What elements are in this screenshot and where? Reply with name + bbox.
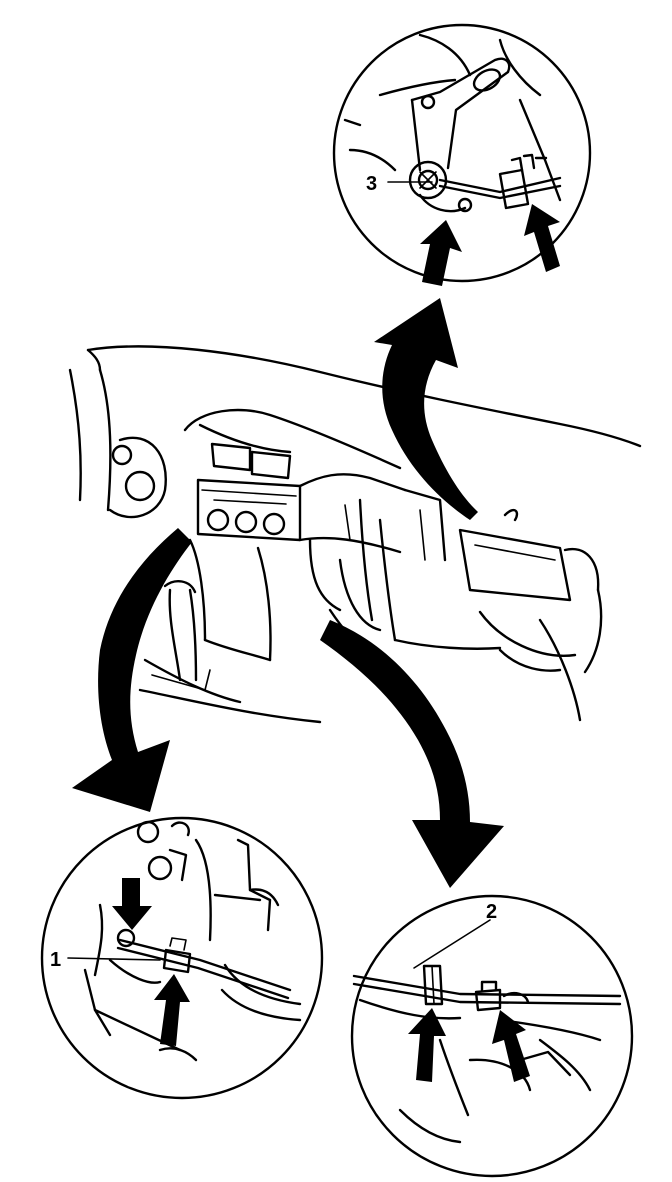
arrow-to-left-detail-icon xyxy=(72,528,192,812)
arrow-to-right-detail-icon xyxy=(320,620,504,888)
arrow-to-top-detail-icon xyxy=(374,298,478,520)
detail-circle-right xyxy=(350,894,634,1178)
callout-3: 3 xyxy=(366,173,377,195)
detail-circle-left xyxy=(40,816,324,1100)
dashboard-illustration xyxy=(68,345,642,724)
callout-2: 2 xyxy=(486,901,497,923)
callout-1: 1 xyxy=(50,949,61,971)
detail-circle-top xyxy=(332,23,592,286)
